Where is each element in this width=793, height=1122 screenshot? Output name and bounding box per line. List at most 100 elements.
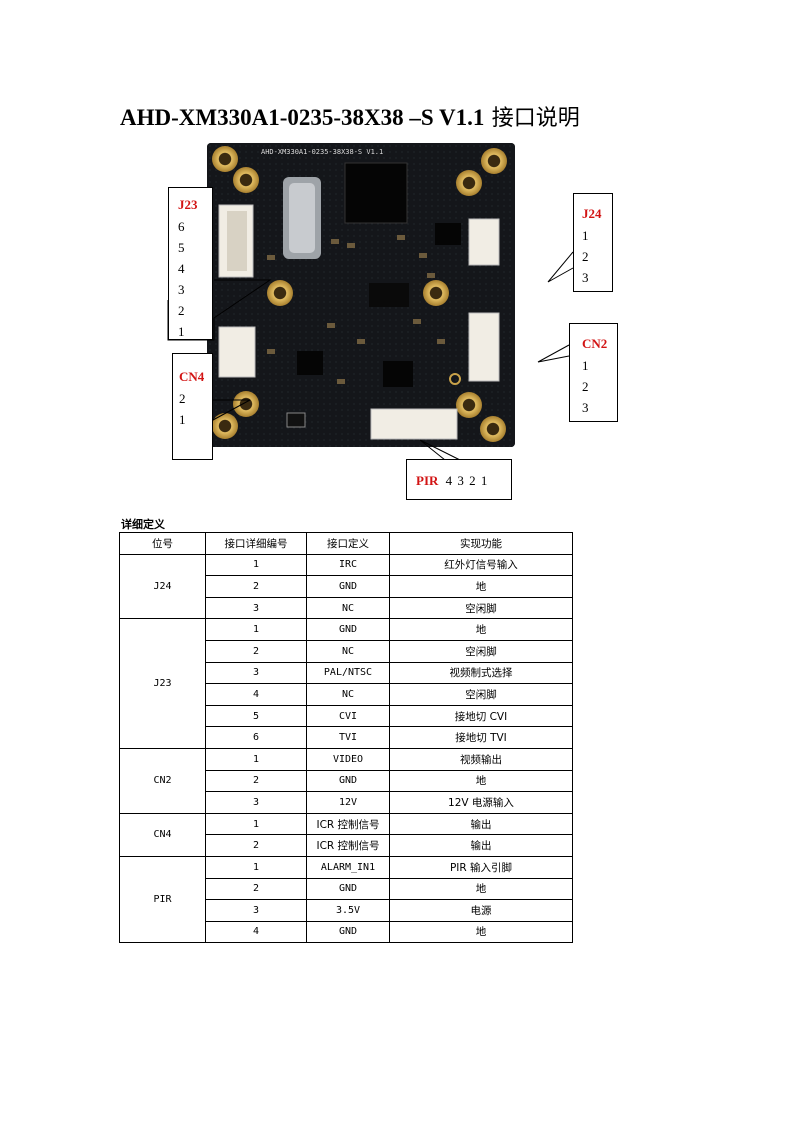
table-row: 3 NC 空闲脚	[120, 596, 573, 620]
mount-pad	[233, 391, 259, 417]
table-row: 2 GND 地	[120, 769, 573, 793]
function-cell: 地	[389, 575, 573, 598]
mount-pad	[233, 167, 259, 193]
pin-cell: 4	[205, 920, 307, 944]
pin-number: 1	[582, 228, 589, 243]
pin-number: 2	[178, 303, 185, 318]
header-cell: 位号	[119, 532, 206, 555]
pin-cell: 2	[205, 575, 307, 598]
designator-cell: CN2	[119, 747, 206, 814]
designator-cell: J24	[119, 553, 206, 620]
function-cell: 接地切 CVI	[389, 704, 573, 728]
pin-cell: 1	[205, 618, 307, 641]
definition-cell: PAL/NTSC	[306, 661, 390, 685]
table-row: 3 12V 12V 电源输入	[120, 791, 573, 814]
function-cell: 接地切 TVI	[389, 726, 573, 749]
definition-cell: GND	[306, 618, 390, 641]
definition-cell: ICR 控制信号	[306, 812, 390, 836]
pin-numbers: 4 3 2 1	[445, 473, 489, 488]
mount-pad	[456, 392, 482, 418]
definition-cell: GND	[306, 575, 390, 598]
j24-connector	[468, 218, 500, 266]
definition-cell: IRC	[306, 553, 390, 577]
designator-cell: J23	[119, 618, 206, 749]
page-title: AHD-XM330A1-0235-38X38 –S V1.1 接口说明	[120, 100, 580, 132]
pin-cell: 2	[205, 769, 307, 793]
callout-label: J24	[582, 206, 602, 221]
pin-number: 2	[582, 249, 589, 264]
pin-number: 6	[178, 219, 185, 234]
definition-cell: ALARM_IN1	[306, 855, 390, 879]
table-header-row: 位号 接口详细编号 接口定义 实现功能	[119, 532, 573, 555]
definition-cell: VIDEO	[306, 747, 390, 771]
function-cell: 地	[389, 769, 573, 793]
callout-j24: J24 1 2 3	[573, 193, 613, 292]
table-row: J23 1 GND 地	[119, 618, 573, 749]
pin-number: 5	[178, 240, 185, 255]
definition-cell: NC	[306, 683, 390, 706]
function-cell: 视频输出	[389, 747, 573, 771]
pin-cell: 2	[205, 639, 307, 663]
cn2-connector	[468, 312, 500, 382]
function-cell: 地	[389, 920, 573, 944]
interface-table: 位号 接口详细编号 接口定义 实现功能 J24 1 IRC 红外灯信号输入 2 …	[119, 532, 573, 944]
table-row: 6 TVI 接地切 TVI	[120, 726, 573, 749]
callout-label: J23	[178, 197, 198, 212]
function-cell: 视频制式选择	[389, 661, 573, 685]
designator-cell: CN4	[119, 812, 206, 857]
definition-cell: GND	[306, 920, 390, 944]
pin-cell: 1	[205, 747, 307, 771]
definition-cell: ICR 控制信号	[306, 834, 390, 857]
definition-cell: 12V	[306, 791, 390, 814]
table-row: 2 GND 地	[120, 575, 573, 598]
pin-cell: 3	[205, 661, 307, 685]
cn4-connector	[218, 326, 256, 378]
section-title: 详细定义	[121, 518, 165, 531]
designator-cell: PIR	[119, 855, 206, 944]
pin-number: 3	[178, 282, 185, 297]
title-model: AHD-XM330A1-0235-38X38 –S V1.1	[120, 105, 485, 130]
pin-cell: 1	[205, 553, 307, 577]
definition-cell: 3.5V	[306, 899, 390, 922]
pin-number: 1	[582, 358, 589, 373]
mount-pad	[212, 413, 238, 439]
header-cell: 实现功能	[389, 532, 573, 555]
pin-number: 4	[178, 261, 185, 276]
table-row: 4 NC 空闲脚	[120, 683, 573, 706]
callout-pir: PIR 4 3 2 1	[406, 459, 512, 500]
header-cell: 接口定义	[306, 532, 390, 555]
function-cell: 红外灯信号输入	[389, 553, 573, 577]
pir-connector	[370, 408, 458, 440]
function-cell: 空闲脚	[389, 683, 573, 706]
table-row: 2 NC 空闲脚	[120, 639, 573, 663]
callout-cn4: CN4 2 1	[172, 353, 213, 460]
callout-label: CN4	[179, 369, 205, 384]
pin-cell: 3	[205, 596, 307, 620]
function-cell: 空闲脚	[389, 639, 573, 663]
mount-pad	[267, 280, 293, 306]
function-cell: 地	[389, 618, 573, 641]
callout-j23: J23 6 5 4 3 2 1	[168, 187, 213, 340]
pin-cell: 1	[205, 812, 307, 836]
table-row: PIR 1 ALARM_IN1 PIR 输入引脚	[119, 855, 573, 944]
callout-cn2: CN2 1 2 3	[569, 323, 618, 422]
pin-cell: 4	[205, 683, 307, 706]
pcb-board-image: AHD-XM330A1-0235-38X38-S V1.1	[207, 143, 515, 447]
mount-pad	[480, 416, 506, 442]
pin-cell: 6	[205, 726, 307, 749]
definition-cell: NC	[306, 596, 390, 620]
table-row: 4 GND 地	[120, 920, 573, 944]
title-suffix: 接口说明	[491, 106, 580, 131]
pin-number: 3	[582, 400, 589, 415]
header-cell: 接口详细编号	[205, 532, 307, 555]
function-cell: 电源	[389, 899, 573, 922]
silkscreen-text: AHD-XM330A1-0235-38X38-S V1.1	[261, 148, 383, 156]
table-row: 3 PAL/NTSC 视频制式选择	[120, 661, 573, 685]
definition-cell: GND	[306, 877, 390, 901]
pin-cell: 2	[205, 834, 307, 857]
pin-cell: 1	[205, 855, 307, 879]
function-cell: 输出	[389, 812, 573, 836]
function-cell: 12V 电源输入	[389, 791, 573, 814]
definition-cell: CVI	[306, 704, 390, 728]
mount-pad	[212, 146, 238, 172]
